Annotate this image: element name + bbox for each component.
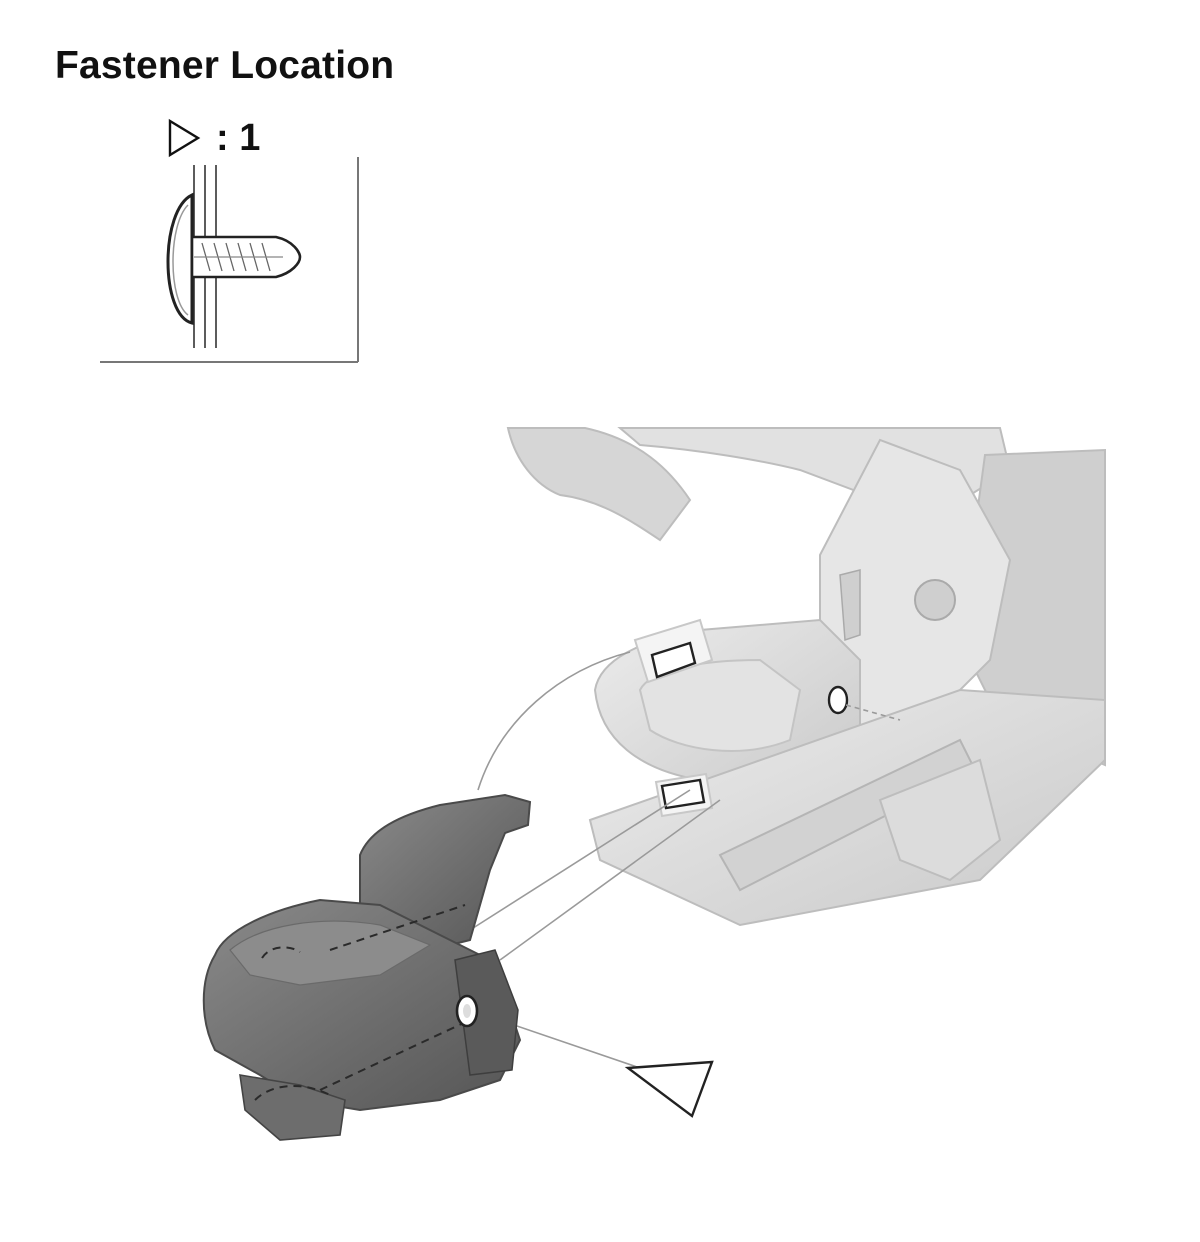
fastener-legend: : 1 xyxy=(166,115,260,161)
seat-frame-assembly xyxy=(506,427,1106,927)
fastener-count-label: : 1 xyxy=(216,116,261,159)
frame-clip-hole xyxy=(827,685,849,715)
hinge-cover-part xyxy=(202,793,532,1141)
cover-clip-hole xyxy=(455,994,479,1028)
fastener-callout-triangle-icon xyxy=(624,1060,714,1118)
frame-slot-lower xyxy=(654,772,714,818)
hidden-claw-lines xyxy=(254,904,471,1101)
clip-detail-inset xyxy=(100,157,359,363)
clip-shank-hatching xyxy=(194,242,283,272)
frame-slot-upper xyxy=(633,618,714,684)
installation-guide-lines xyxy=(469,651,901,1069)
diagram-title: Fastener Location xyxy=(55,44,395,87)
clip-head xyxy=(166,192,194,325)
triangle-pointer-icon xyxy=(168,118,201,158)
